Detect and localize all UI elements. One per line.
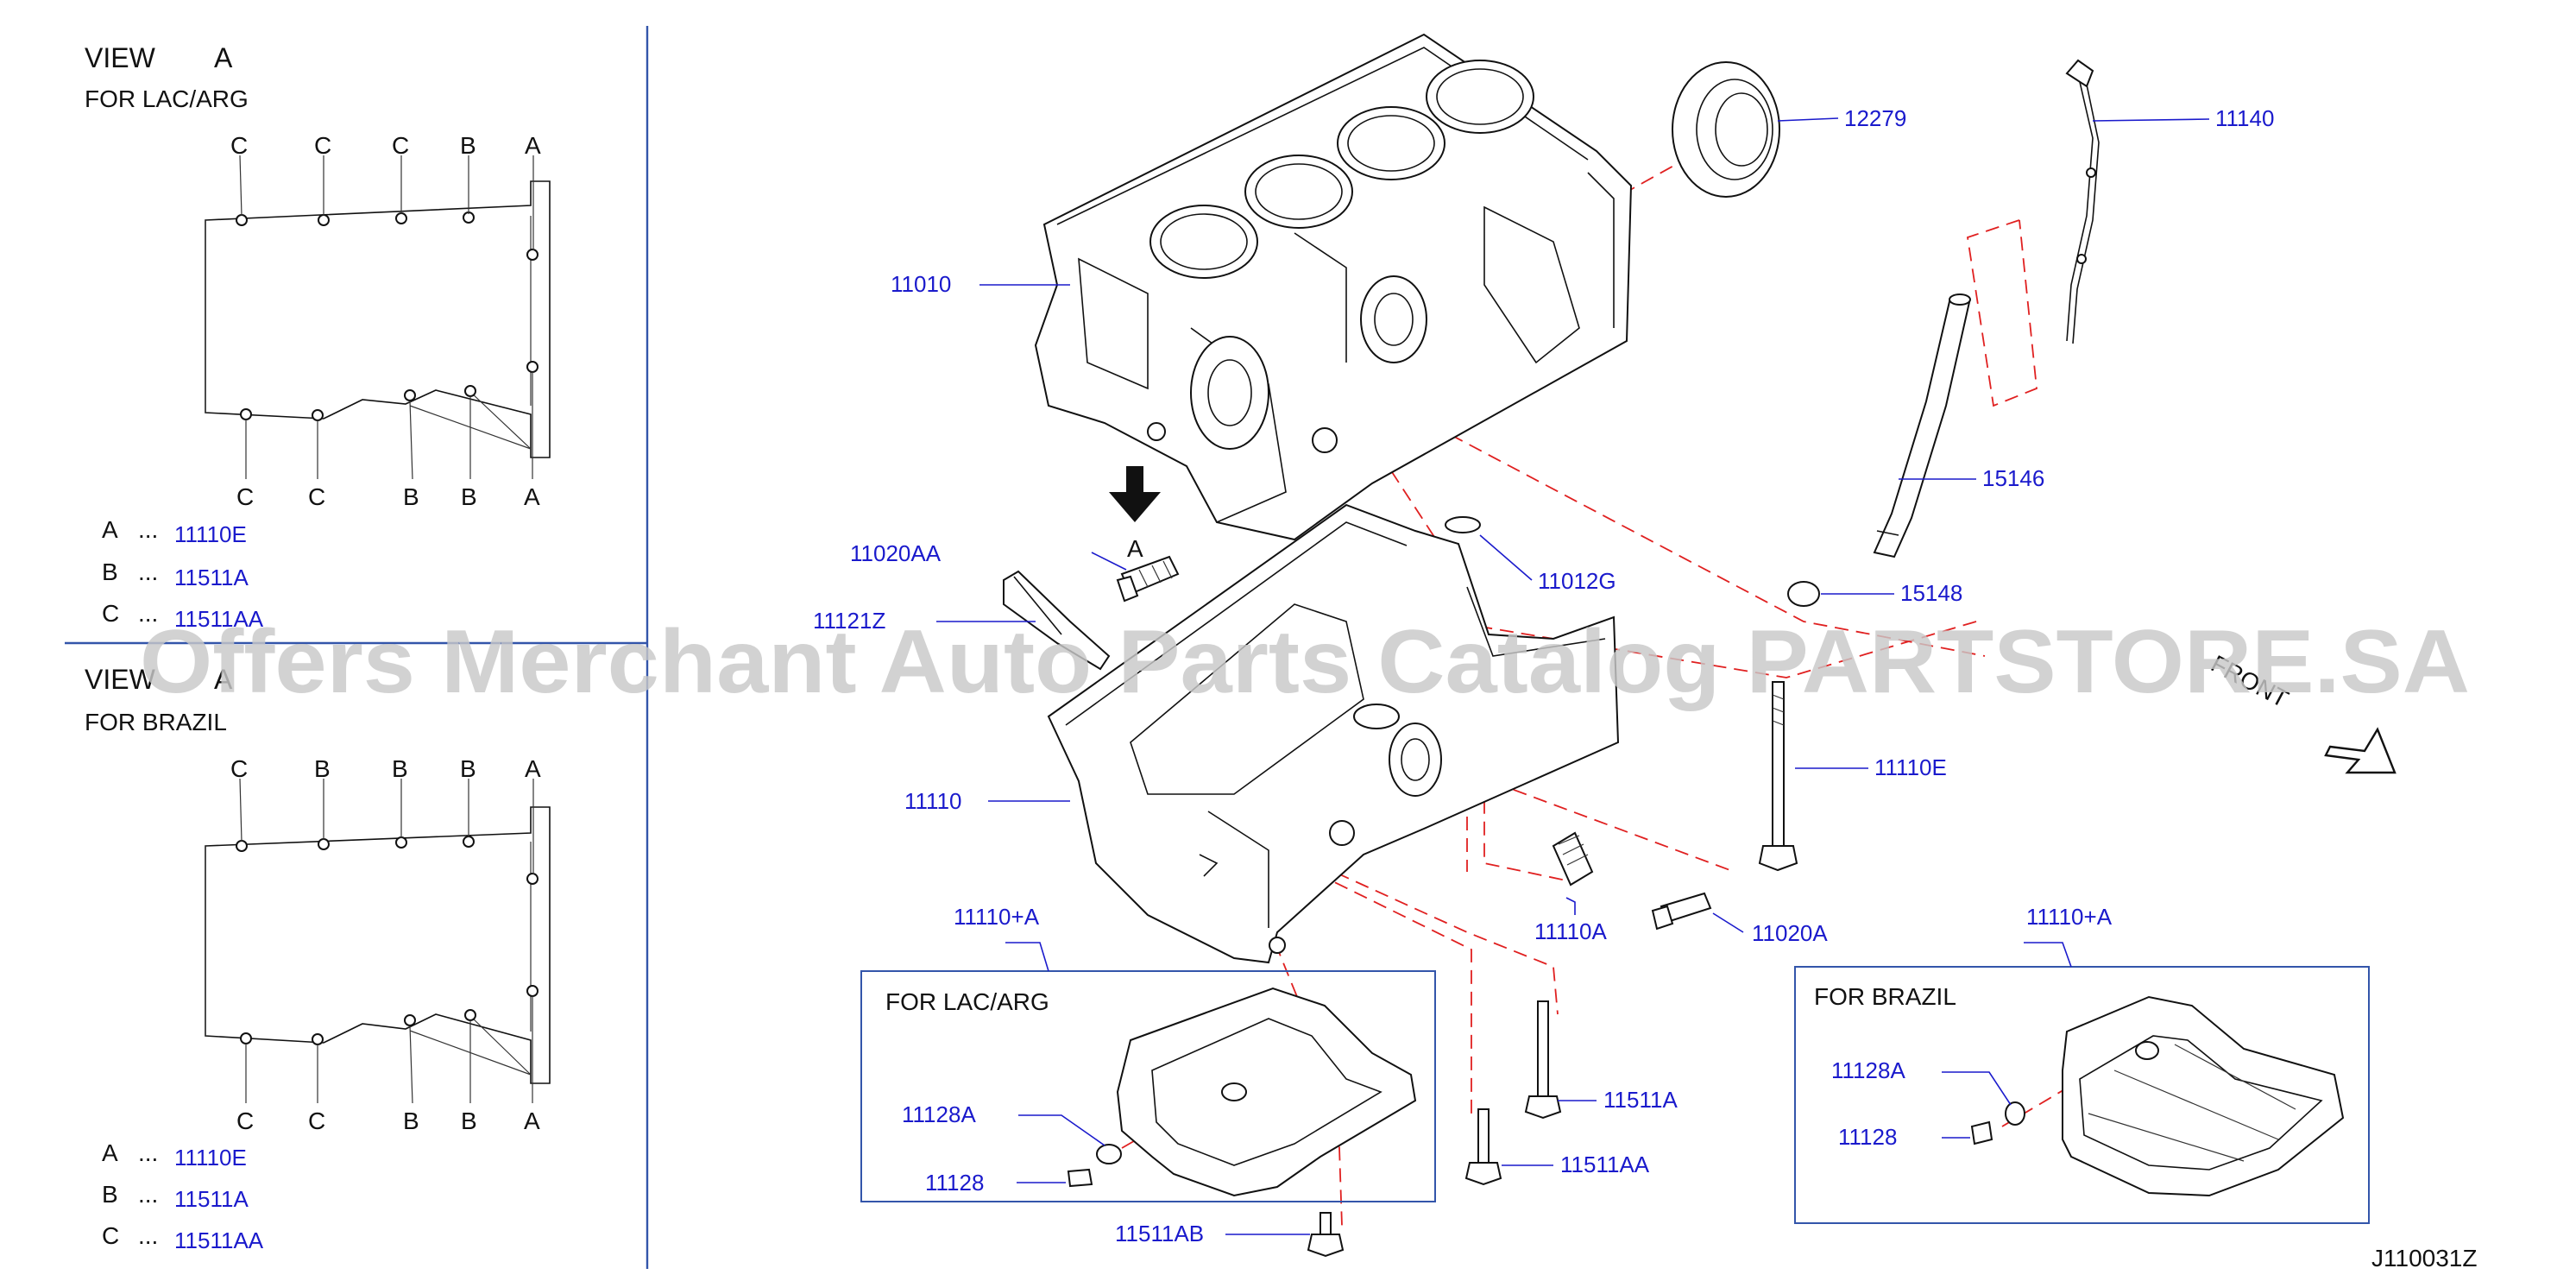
view-arrow-letter: A <box>1127 535 1143 562</box>
bottom-letter-4: B <box>461 483 477 510</box>
top-letter-5: A <box>525 132 541 159</box>
bolt-pattern-outline <box>205 155 551 480</box>
crankshaft-seal-12279 <box>1672 61 1780 198</box>
view-a-brazil-panel: VIEW A FOR BRAZIL <box>85 664 551 1253</box>
bottom-letter-3: B <box>403 1107 419 1134</box>
callout-11128a-right[interactable]: 11128A <box>1831 1057 1905 1083</box>
dipstick-guide-15146 <box>1873 293 1971 558</box>
callout-15148[interactable]: 15148 <box>1900 580 1962 606</box>
bottom-letter-5: A <box>524 1107 540 1134</box>
inset-title: FOR LAC/ARG <box>885 988 1049 1015</box>
callout-15146[interactable]: 15146 <box>1982 465 2044 491</box>
inset-title: FOR BRAZIL <box>1814 983 1956 1010</box>
washer-11128a <box>2005 1101 2025 1126</box>
market-label: FOR BRAZIL <box>85 709 227 735</box>
top-letter-4: B <box>460 755 476 782</box>
callout-11110-plus-a-right[interactable]: 11110+A <box>2026 904 2113 930</box>
legend-key-c: C <box>102 1222 119 1249</box>
top-letter-1: C <box>230 755 248 782</box>
callout-12279[interactable]: 12279 <box>1844 105 1906 131</box>
bottom-letter-1: C <box>236 483 254 510</box>
callout-11511a[interactable]: 11511A <box>1603 1087 1678 1113</box>
top-letter-1: C <box>230 132 248 159</box>
legend-key-b: B <box>102 1181 118 1208</box>
stud-11110a <box>1552 831 1594 887</box>
bolt-11511ab <box>1307 1212 1345 1258</box>
view-letter: A <box>214 42 233 73</box>
top-letter-2: C <box>314 132 331 159</box>
callout-11128-left[interactable]: 11128 <box>925 1170 984 1196</box>
top-letter-4: B <box>460 132 476 159</box>
legend-part-a[interactable]: 11110E <box>174 1145 247 1171</box>
legend-dots-a: ... <box>138 516 158 543</box>
o-ring-11012g <box>1445 516 1481 533</box>
bottom-letter-3: B <box>403 483 419 510</box>
callout-11121z[interactable]: 11121Z <box>813 608 885 634</box>
legend-part-b[interactable]: 11511A <box>174 565 249 590</box>
callout-11511ab[interactable]: 11511AB <box>1115 1221 1204 1246</box>
legend-part-a[interactable]: 11110E <box>174 521 247 547</box>
callout-11020a[interactable]: 11020A <box>1752 920 1828 946</box>
legend-key-a: A <box>102 516 118 543</box>
top-letter-3: B <box>392 755 408 782</box>
top-letter-3: C <box>392 132 409 159</box>
callout-11110e[interactable]: 11110E <box>1874 754 1947 780</box>
view-letter: A <box>214 664 233 695</box>
callout-11010[interactable]: 11010 <box>891 271 951 297</box>
oil-strainer-11121z <box>1003 570 1111 671</box>
oil-dipstick-11140 <box>2065 59 2100 344</box>
callout-11128a-left[interactable]: 11128A <box>902 1101 976 1127</box>
legend-part-c[interactable]: 11511AA <box>174 606 264 632</box>
bottom-letter-1: C <box>236 1107 254 1134</box>
legend-key-b: B <box>102 558 118 585</box>
callout-11020aa[interactable]: 11020AA <box>850 540 942 566</box>
inset-lac-arg: FOR LAC/ARG <box>860 970 1436 1202</box>
view-title: VIEW <box>85 42 156 73</box>
oil-pan-upper-11110 <box>1047 503 1620 964</box>
market-label: FOR LAC/ARG <box>85 85 249 112</box>
bolt-pattern-outline <box>205 778 551 1104</box>
long-bolt-11110e <box>1758 681 1798 872</box>
legend-dots-c: ... <box>138 1222 158 1249</box>
callout-11110-plus-a-left[interactable]: 11110+A <box>954 904 1040 930</box>
o-ring-15148 <box>1787 581 1820 607</box>
drain-plug-11128 <box>1970 1120 1993 1145</box>
bolt-11020aa <box>1116 555 1180 603</box>
washer-11128a <box>1096 1144 1122 1164</box>
legend-part-c[interactable]: 11511AA <box>174 1227 264 1253</box>
legend-part-b[interactable]: 11511A <box>174 1186 249 1212</box>
legend-dots-a: ... <box>138 1139 158 1166</box>
bolt-11511aa <box>1464 1108 1502 1186</box>
legend-dots-c: ... <box>138 600 158 627</box>
bottom-letter-2: C <box>308 483 325 510</box>
top-letter-2: B <box>314 755 331 782</box>
legend-key-c: C <box>102 600 119 627</box>
legend-dots-b: ... <box>138 558 158 585</box>
callout-11128-right[interactable]: 11128 <box>1838 1124 1897 1150</box>
bolt-11511a <box>1524 1000 1562 1120</box>
callout-11012g[interactable]: 11012G <box>1538 568 1616 594</box>
top-letter-5: A <box>525 755 541 782</box>
callout-leaders <box>936 117 2210 1235</box>
bottom-letter-2: C <box>308 1107 325 1134</box>
callout-11511aa[interactable]: 11511AA <box>1560 1152 1650 1177</box>
callout-11110a[interactable]: 11110A <box>1534 918 1608 944</box>
cylinder-block-11010 <box>1034 33 1633 541</box>
bottom-letter-5: A <box>524 483 540 510</box>
view-title: VIEW <box>85 664 156 695</box>
callout-11140[interactable]: 11140 <box>2215 105 2274 131</box>
bottom-letter-4: B <box>461 1107 477 1134</box>
view-a-lac-arg-panel: VIEW A FOR LAC/ARG <box>85 42 551 632</box>
drain-plug-11128 <box>1067 1168 1093 1188</box>
legend-key-a: A <box>102 1139 118 1166</box>
legend-dots-b: ... <box>138 1181 158 1208</box>
diagram-code: J110031Z <box>2371 1245 2477 1272</box>
callout-11110[interactable]: 11110 <box>904 788 962 814</box>
watermark-text: Offers Merchant Auto Parts Catalog PARTS… <box>140 612 2470 712</box>
bolt-11020a <box>1651 892 1712 931</box>
view-a-direction-arrow: A <box>1109 466 1161 562</box>
inset-brazil: FOR BRAZIL <box>1794 966 2370 1224</box>
